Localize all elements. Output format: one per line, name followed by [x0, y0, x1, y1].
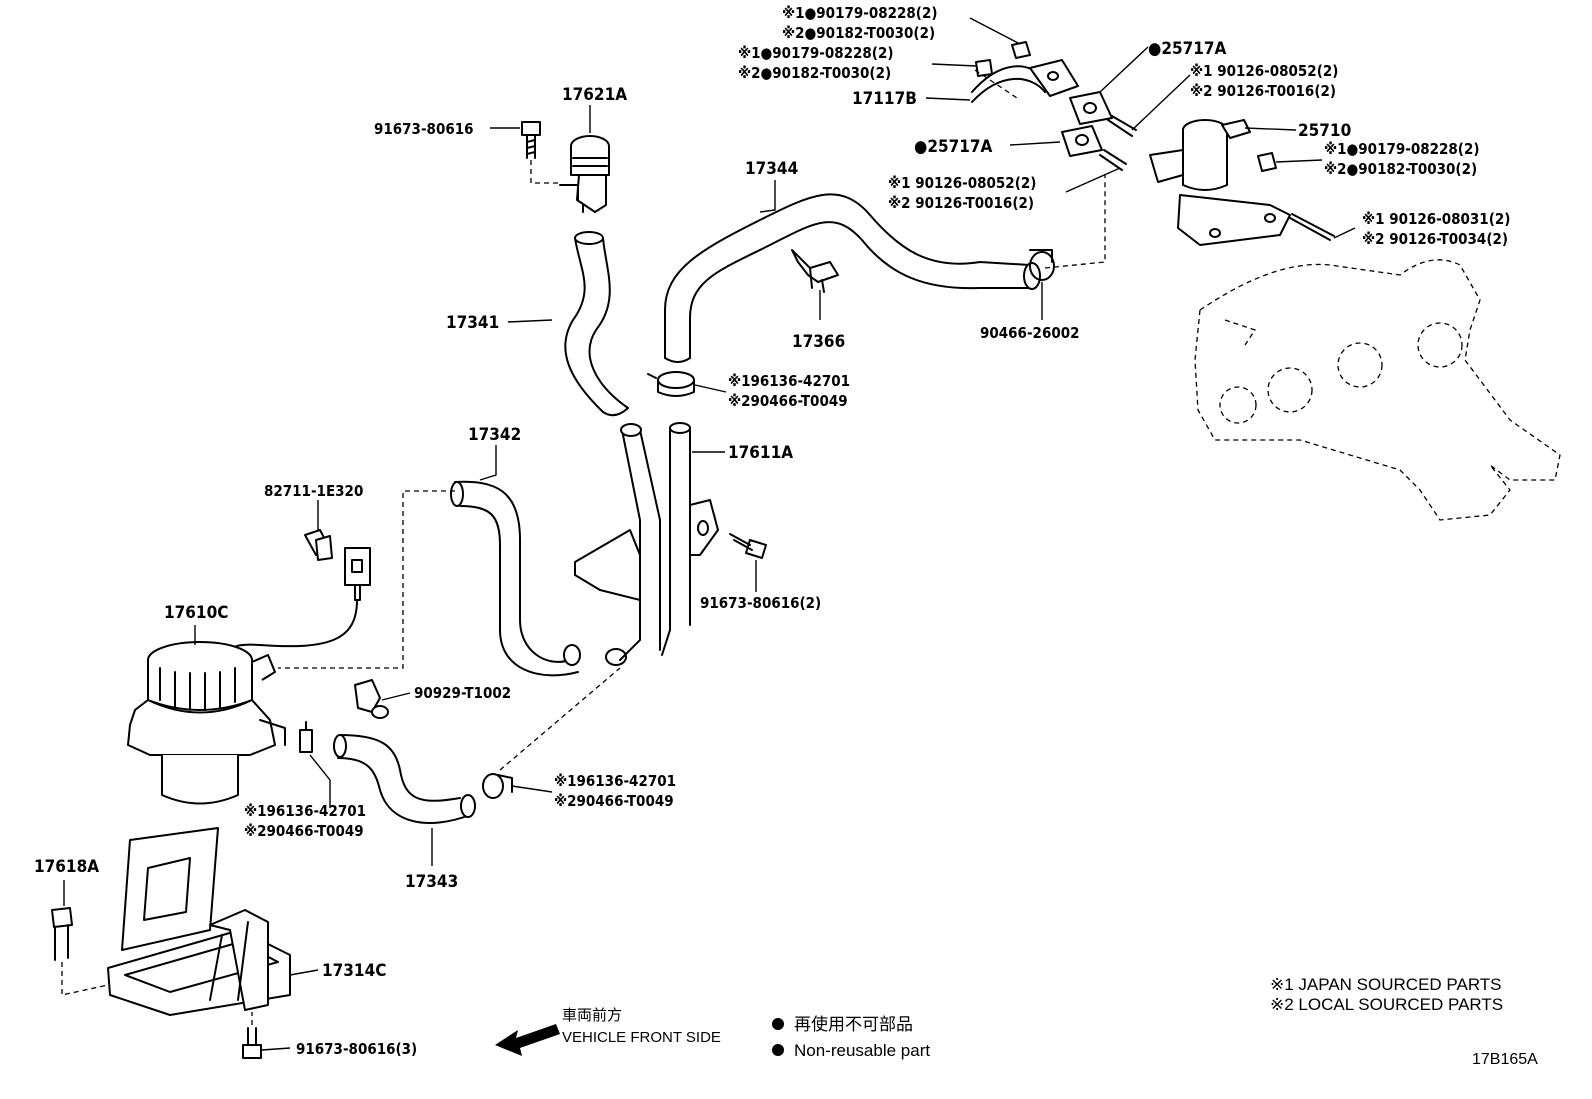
nonreuse-label-en: Non-reusable part	[794, 1041, 930, 1060]
label-stud-mid-2: ※2 90126-T0016(2)	[888, 194, 1034, 212]
label-stud-top-2: ※2 90126-T0016(2)	[1190, 82, 1336, 100]
arrow-left-icon	[495, 1024, 560, 1056]
label-clamp-a-1: ※196136-42701	[728, 372, 850, 390]
label-nut-mid-1: ※1●90179-08228(2)	[738, 44, 894, 62]
grommet-90929-T1002	[354, 679, 389, 719]
stud-bolts-upper	[1099, 115, 1137, 171]
bracket-17314C	[107, 827, 291, 1016]
callout-17366: 17366	[792, 332, 845, 352]
nonreuse-label-jp: 再使用不可部品	[794, 1014, 913, 1034]
hose-17341	[564, 231, 629, 417]
label-stud-mid-1: ※1 90126-08052(2)	[888, 174, 1036, 192]
air-switching-valve-25710	[1149, 119, 1335, 246]
callout-91673-80616-3: 91673-80616(3)	[296, 1040, 417, 1058]
clamp-lower-hose	[482, 773, 513, 799]
front-label-jp: 車両前方	[562, 1007, 622, 1024]
callout-17343: 17343	[405, 872, 458, 892]
diagram-id: 17B165A	[1472, 1051, 1538, 1068]
label-clamp-a-2: ※290466-T0049	[728, 392, 848, 410]
gasket-25717A-upper	[1069, 91, 1113, 125]
air-pump-17610C	[127, 641, 286, 805]
bolt-91673-80616-2	[729, 533, 767, 559]
label-nut-top-1: ※1●90179-08228(2)	[782, 4, 938, 22]
exhaust-manifold-reference	[1194, 259, 1561, 521]
label-nut-right-1: ※1●90179-08228(2)	[1324, 140, 1480, 158]
callout-25717A-top: ●25717A	[1148, 39, 1227, 59]
callout-17341: 17341	[446, 313, 499, 333]
callout-17621A: 17621A	[562, 85, 627, 105]
pipe-17611A	[574, 422, 719, 666]
clamp-90466-26002	[1029, 249, 1055, 281]
callout-90929-T1002: 90929-T1002	[414, 684, 511, 702]
callout-91673-80616-top: 91673-80616	[374, 120, 474, 138]
callout-17314C: 17314C	[322, 961, 386, 981]
label-clamp-b-2: ※290466-T0049	[554, 792, 674, 810]
clamp-upper-hose	[647, 371, 695, 397]
callout-17344: 17344	[745, 159, 798, 179]
label-clamp-c-2: ※290466-T0049	[244, 822, 364, 840]
nut-mid	[975, 59, 993, 77]
leader-lines	[63, 17, 1356, 1051]
bolt-91673-80616-3	[242, 1027, 262, 1059]
air-valve-17621A	[559, 135, 610, 213]
legend-japan-sourced: ※1 JAPAN SOURCED PARTS	[1270, 975, 1502, 994]
hose-17342	[450, 480, 581, 677]
callout-17117B: 17117B	[852, 89, 917, 109]
callout-17611A: 17611A	[728, 443, 793, 463]
hose-17344	[664, 193, 1041, 363]
label-clamp-b-1: ※196136-42701	[554, 772, 676, 790]
legend-local-sourced: ※2 LOCAL SOURCED PARTS	[1270, 995, 1503, 1014]
callout-17342: 17342	[468, 425, 521, 445]
callout-25710: 25710	[1298, 121, 1351, 141]
bullet-dot-icon	[772, 1018, 784, 1030]
connector-82711-1E320	[304, 529, 333, 561]
callout-90466-26002: 90466-26002	[980, 324, 1080, 342]
label-nut-top-2: ※2●90182-T0030(2)	[782, 24, 935, 42]
hose-fitting-small	[299, 721, 313, 753]
gasket-17117B	[971, 59, 1079, 103]
callout-17618A: 17618A	[34, 857, 99, 877]
electrical-plug	[230, 547, 371, 661]
bolt-91673-80616-top	[521, 121, 541, 159]
label-stud-top-1: ※1 90126-08052(2)	[1190, 62, 1338, 80]
plug-17618A	[51, 907, 73, 961]
nut-top	[1011, 41, 1031, 59]
gasket-25717A-lower	[1061, 125, 1103, 157]
label-stud-right-1: ※1 90126-08031(2)	[1362, 210, 1510, 228]
front-label-en: VEHICLE FRONT SIDE	[562, 1029, 721, 1046]
label-stud-right-2: ※2 90126-T0034(2)	[1362, 230, 1508, 248]
clip-17366	[791, 249, 839, 293]
callout-82711-1E320: 82711-1E320	[264, 482, 363, 500]
label-clamp-c-1: ※196136-42701	[244, 802, 366, 820]
callout-91673-80616-2: 91673-80616(2)	[700, 594, 821, 612]
bullet-dot-icon	[772, 1044, 784, 1056]
callout-17610C: 17610C	[164, 603, 228, 623]
nut-right	[1257, 152, 1277, 172]
hose-17343	[333, 734, 476, 824]
label-nut-mid-2: ※2●90182-T0030(2)	[738, 64, 891, 82]
label-nut-right-2: ※2●90182-T0030(2)	[1324, 160, 1477, 178]
callout-25717A-mid: ●25717A	[914, 137, 993, 157]
